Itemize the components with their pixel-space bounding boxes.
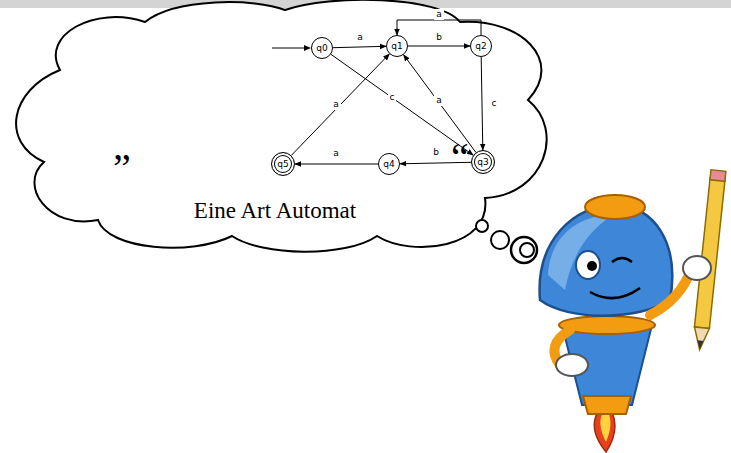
thought-swirl bbox=[520, 243, 534, 257]
transition-arrow bbox=[408, 46, 470, 47]
robot-head bbox=[540, 205, 673, 316]
transition-label: a bbox=[434, 95, 444, 106]
robot-nozzle bbox=[583, 396, 631, 414]
transition-arrow bbox=[295, 164, 378, 165]
state-name: q4 bbox=[383, 159, 394, 169]
state-circle: q4 bbox=[378, 153, 400, 175]
thought-cloud bbox=[16, 0, 547, 252]
quote-mark: “ bbox=[451, 138, 469, 178]
transition-label: a bbox=[331, 148, 341, 159]
transition-arrow bbox=[333, 46, 386, 47]
state-name: q1 bbox=[391, 41, 402, 51]
robot-glove bbox=[683, 256, 711, 280]
start-arrow bbox=[272, 48, 306, 49]
state-name: q0 bbox=[316, 43, 327, 53]
thought-bubble bbox=[491, 231, 509, 249]
thought-bubble bbox=[476, 220, 488, 232]
transition-label: a bbox=[331, 99, 341, 110]
robot-pupil bbox=[587, 261, 597, 271]
transition-label: b bbox=[431, 147, 441, 158]
accept-state: q3 bbox=[471, 150, 495, 174]
head-shine bbox=[548, 215, 612, 290]
robot bbox=[540, 170, 726, 452]
state-circle: q0 bbox=[311, 37, 333, 59]
accept-state: q5 bbox=[271, 152, 295, 176]
transition-label: b bbox=[434, 32, 444, 43]
state-name: q3 bbox=[477, 157, 488, 167]
robot-eye bbox=[576, 251, 600, 279]
transition-arrow bbox=[291, 54, 389, 155]
state-name: q5 bbox=[277, 159, 288, 169]
transition-label: a bbox=[355, 32, 365, 43]
flame-core bbox=[600, 414, 610, 442]
robot-cap bbox=[585, 195, 645, 219]
state-circle: q1 bbox=[386, 35, 408, 57]
state-name: q2 bbox=[475, 41, 486, 51]
transition-label: c bbox=[388, 92, 397, 103]
state-circle: q2 bbox=[470, 35, 492, 57]
start-arrowhead bbox=[304, 45, 311, 51]
transition-label: a bbox=[434, 9, 444, 20]
transition-arrow bbox=[481, 57, 483, 150]
transition-label: c bbox=[490, 98, 499, 109]
robot-glove bbox=[556, 354, 588, 376]
cloud-caption: Eine Art Automat bbox=[194, 199, 356, 222]
robot-smile bbox=[590, 288, 640, 298]
flame bbox=[594, 412, 615, 452]
thought-bubble bbox=[511, 237, 537, 263]
quote-mark: ” bbox=[113, 148, 131, 188]
robot-wink bbox=[612, 258, 632, 262]
